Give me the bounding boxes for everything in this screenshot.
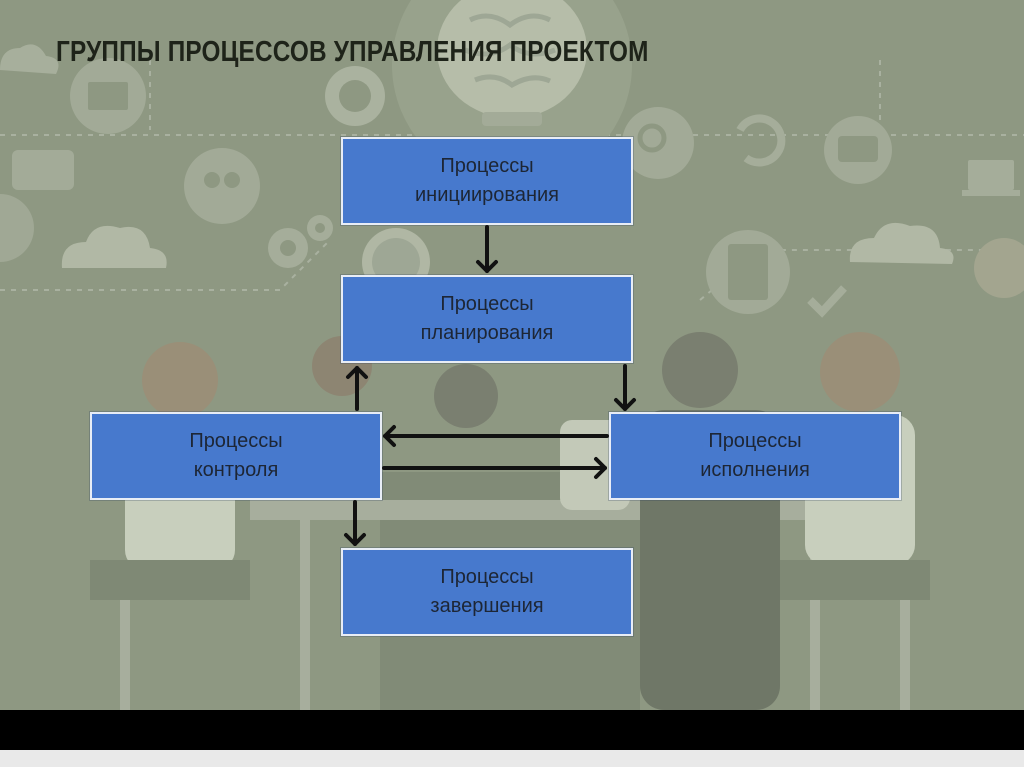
refresh-icon bbox=[736, 114, 786, 167]
execution-process-box: Процессы исполнения bbox=[609, 412, 901, 500]
arrow-planning-to-execution bbox=[614, 364, 636, 411]
bottom-strip bbox=[0, 750, 1024, 767]
control-label-line1: Процессы bbox=[189, 430, 283, 452]
closing-label-line1: Процессы bbox=[440, 566, 534, 588]
initiation-process-box: Процессы инициирования bbox=[341, 137, 633, 225]
orange-gear-icon bbox=[974, 238, 1024, 298]
footer-bar bbox=[0, 710, 1024, 750]
closing-process-box: Процессы завершения bbox=[341, 548, 633, 636]
gear-icon bbox=[268, 215, 333, 268]
arrow-execution-to-control bbox=[383, 425, 609, 447]
initiation-label-line2: инициирования bbox=[414, 184, 559, 206]
execution-label-line1: Процессы bbox=[708, 430, 802, 452]
arrow-control-to-closing bbox=[344, 500, 366, 546]
control-process-box: Процессы контроля bbox=[90, 412, 382, 500]
arrow-control-to-execution bbox=[382, 457, 607, 479]
planning-label-line1: Процессы bbox=[440, 293, 534, 315]
initiation-label-line1: Процессы bbox=[440, 155, 534, 177]
magnifier-icon bbox=[622, 107, 694, 179]
slide-title: ГРУППЫ ПРОЦЕССОВ УПРАВЛЕНИЯ ПРОЕКТОМ bbox=[56, 36, 649, 68]
arrow-control-to-planning bbox=[346, 366, 368, 411]
chat-icon-left bbox=[12, 150, 74, 190]
arrow-initiation-to-planning bbox=[476, 225, 498, 273]
control-label-line2: контроля bbox=[193, 459, 279, 481]
laptop-icon bbox=[968, 160, 1014, 190]
people-icon bbox=[184, 148, 260, 224]
planning-label-line2: планирования bbox=[420, 322, 554, 344]
cloud-icon-left bbox=[61, 225, 167, 268]
cloud-icon-right bbox=[849, 222, 954, 264]
cloud-icon-top-left bbox=[0, 44, 59, 74]
planning-process-box: Процессы планирования bbox=[341, 275, 633, 363]
execution-label-line2: исполнения bbox=[700, 459, 810, 481]
checkmark-icon bbox=[807, 285, 847, 318]
chart-icon bbox=[0, 194, 34, 262]
closing-label-line2: завершения bbox=[430, 595, 544, 617]
